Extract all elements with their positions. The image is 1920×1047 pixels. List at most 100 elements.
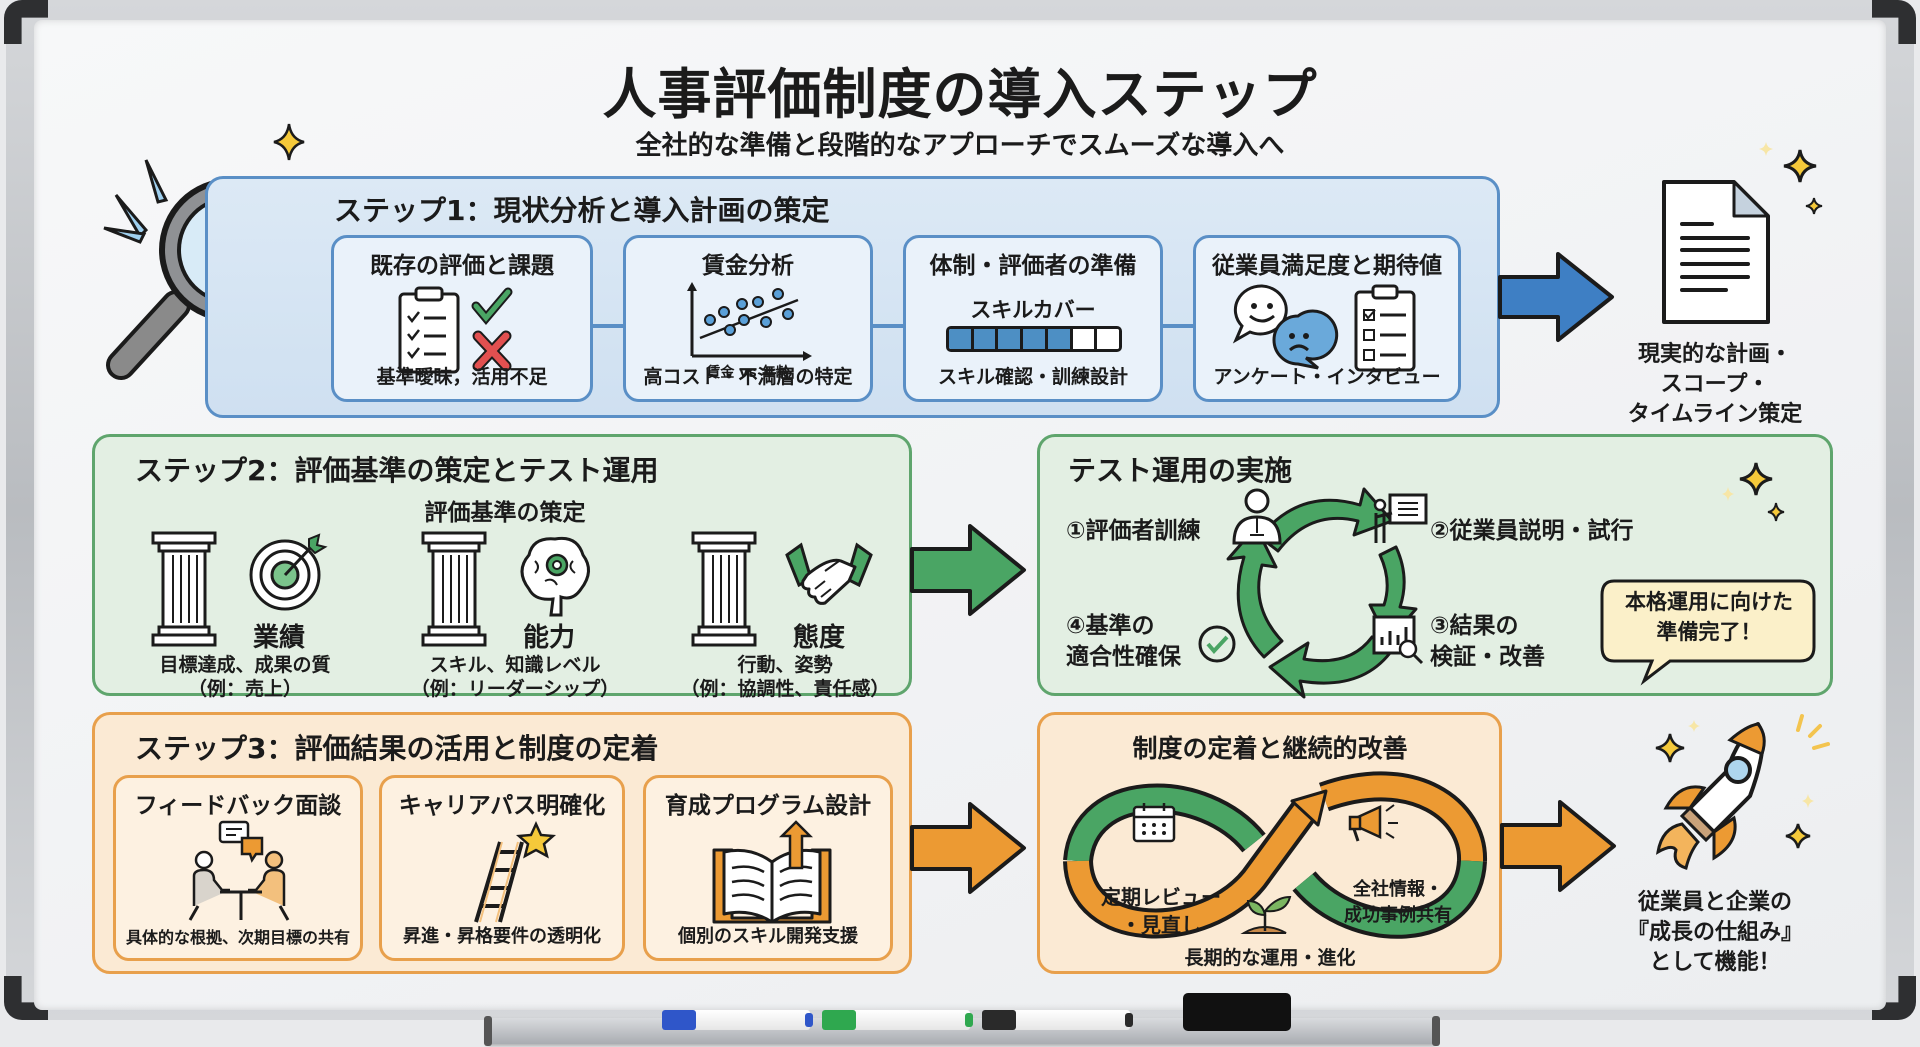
scatter-plot-icon: [687, 282, 812, 361]
sparkle-icon: [1655, 714, 1830, 849]
blue-marker[interactable]: [662, 1010, 813, 1030]
card-title: 賃金分析: [702, 253, 794, 279]
pillar-description: スキル、知識レベル（例：リーダーシップ）: [410, 654, 620, 700]
sustain-bottom-label: 長期的な運用・進化: [1184, 947, 1356, 969]
evaluator-icon: [1232, 488, 1282, 545]
criteria-heading: 評価基準の策定: [424, 500, 586, 526]
card-title: フィードバック面談: [134, 793, 342, 819]
pillar-description: 行動、姿勢（例：協調性、責任感）: [680, 654, 890, 700]
happy-bubble-icon: [1232, 284, 1288, 344]
pillar-name: 能力: [523, 623, 576, 653]
sprout-icon: [1240, 895, 1292, 934]
skill-bar-label: スキルカバー: [970, 298, 1096, 322]
test-operation-panel: テスト運用の実施 ①評価者訓練 ②従業員説明・試行 ③結果の 検証・改善 ④基: [1037, 434, 1833, 699]
green-marker[interactable]: [822, 1010, 973, 1030]
card-title: 育成プログラム設計: [664, 793, 872, 819]
cycle-step-3: ③結果の 検証・改善: [1430, 613, 1545, 670]
step3-title: ステップ3：評価結果の活用と制度の定着: [135, 732, 659, 765]
card-connector: [1163, 324, 1193, 328]
chart-label: 賃金 vs 年齢: [706, 365, 790, 381]
chart-magnifier-icon: [1372, 615, 1424, 665]
card-title: 既存の評価と課題: [370, 253, 554, 279]
step1-card-employee-satisfaction: 従業員満足度と期待値 アンケート・インタビュー: [1193, 235, 1461, 402]
card-caption: 高コスト・不満層の特定: [643, 366, 853, 388]
tray-end-cap: [484, 1016, 492, 1046]
brain-gear-icon: [520, 536, 590, 617]
skill-segment-filled: [949, 329, 974, 349]
infinity-loop-icon: [1063, 771, 1487, 939]
step1-card-wage-analysis: 賃金分析 賃金 vs 年齢 高コスト・不満層の特定: [623, 235, 873, 402]
page-subtitle: 全社的な準備と段階的なアプローチでスムーズな導入へ: [635, 131, 1285, 161]
eraser[interactable]: [1183, 993, 1291, 1031]
card-caption: 具体的な根拠、次期目標の共有: [125, 928, 350, 947]
feedback-icons: [1232, 284, 1416, 372]
step1-card-system-prep: 体制・評価者の準備 スキルカバー スキル確認・訓練設計: [903, 235, 1163, 402]
black-marker[interactable]: [982, 1010, 1133, 1030]
criteria-pillar: 業績 目標達成、成果の質（例：売上）: [135, 531, 385, 700]
document-icon: [1662, 180, 1770, 324]
pillar-description: 目標達成、成果の質（例：売上）: [159, 654, 331, 700]
check-circle-icon: [1198, 625, 1236, 663]
skill-segment-filled: [973, 329, 999, 349]
step1-card-existing-evaluation: 既存の評価と課題 基準曖昧，活用不足: [331, 235, 593, 402]
calendar-icon: [1132, 803, 1176, 843]
card-caption: 個別のスキル開発支援: [678, 926, 858, 947]
sustain-panel: 制度の定着と継続的改善: [1037, 712, 1502, 974]
cycle-step-1: ①評価者訓練: [1066, 518, 1201, 544]
step3-card-feedback: フィードバック面談 具体的な根拠、次期目標の共有: [113, 775, 363, 961]
skill-segment-filled: [1047, 329, 1073, 349]
sparkle-icon: [1759, 142, 1823, 215]
ladder-star-icon: [474, 820, 557, 923]
survey-clipboard-icon: [1354, 284, 1416, 372]
sustain-right-label: 全社情報・ 成功事例共有: [1344, 879, 1452, 926]
final-outcome-label: 従業員と企業の 『成長の仕組み』 として機能！: [1626, 890, 1803, 975]
speech-bubble-callout: [1600, 579, 1816, 686]
pillar-icon: [151, 531, 217, 647]
star-icon: [515, 820, 557, 859]
card-title: 体制・評価者の準備: [929, 253, 1137, 279]
test-operation-title: テスト運用の実施: [1068, 454, 1293, 487]
clipboard-checklist-icon: [398, 286, 513, 374]
target-icon: [249, 533, 328, 611]
pillar-name: 業績: [253, 623, 306, 653]
skill-segment-filled: [998, 329, 1024, 349]
page-title: 人事評価制度の導入ステップ: [602, 63, 1318, 126]
step3-card-career-path: キャリアパス明確化 昇進・昇格要件の透明化: [379, 775, 625, 961]
sparkle-icon: [1722, 462, 1785, 522]
emphasis-ray: [103, 226, 147, 244]
arrow-right-icon: [910, 524, 1026, 616]
ready-callout-text: 本格運用に向けた 準備完了！: [1625, 590, 1793, 644]
criteria-pillar: 能力 スキル、知識レベル（例：リーダーシップ）: [405, 531, 655, 700]
step2-title: ステップ2：評価基準の策定とテスト運用: [135, 454, 659, 487]
sustain-title: 制度の定着と継続的改善: [1132, 734, 1408, 763]
pillar-icon: [421, 531, 487, 647]
card-caption: スキル確認・訓練設計: [937, 366, 1128, 388]
card-connector: [873, 324, 903, 328]
skill-segment-empty: [1097, 329, 1119, 349]
meeting-icon: [188, 820, 290, 921]
skill-segment-filled: [1023, 329, 1048, 349]
rocket-icon: [1655, 722, 1766, 870]
card-title: キャリアパス明確化: [398, 793, 606, 819]
book-growth-icon: [712, 820, 832, 924]
arrow-right-icon: [910, 802, 1026, 894]
tray-end-cap: [1432, 1016, 1440, 1046]
skill-segment-empty: [1072, 329, 1098, 349]
step2-panel: ステップ2：評価基準の策定とテスト運用 評価基準の策定 業績 目標達成、成果の質…: [92, 434, 912, 700]
cycle-step-2: ②従業員説明・試行: [1430, 518, 1634, 544]
cycle-arrow: [1268, 635, 1392, 699]
presentation-icon: [1373, 493, 1428, 543]
skill-coverage-bar: [946, 326, 1122, 352]
emphasis-ray: [144, 159, 169, 204]
card-caption: アンケート・インタビュー: [1213, 366, 1441, 388]
megaphone-icon: [1348, 804, 1398, 842]
criteria-pillar: 態度 行動、姿勢（例：協調性、責任感）: [675, 531, 925, 700]
step1-title: ステップ1：現状分析と導入計画の策定: [334, 194, 830, 227]
step3-panel: ステップ3：評価結果の活用と制度の定着 フィードバック面談 具体的な根拠、次期目…: [92, 712, 912, 974]
pillar-icon: [691, 531, 757, 647]
card-caption: 昇進・昇格要件の透明化: [403, 926, 601, 947]
step1-outcome-label: 現実的な計画・ スコープ・ タイムライン策定: [1627, 342, 1803, 427]
card-caption: 基準曖昧，活用不足: [376, 366, 548, 388]
sad-bubble-icon: [1272, 309, 1339, 370]
cycle-step-4: ④基準の 適合性確保: [1066, 613, 1181, 670]
